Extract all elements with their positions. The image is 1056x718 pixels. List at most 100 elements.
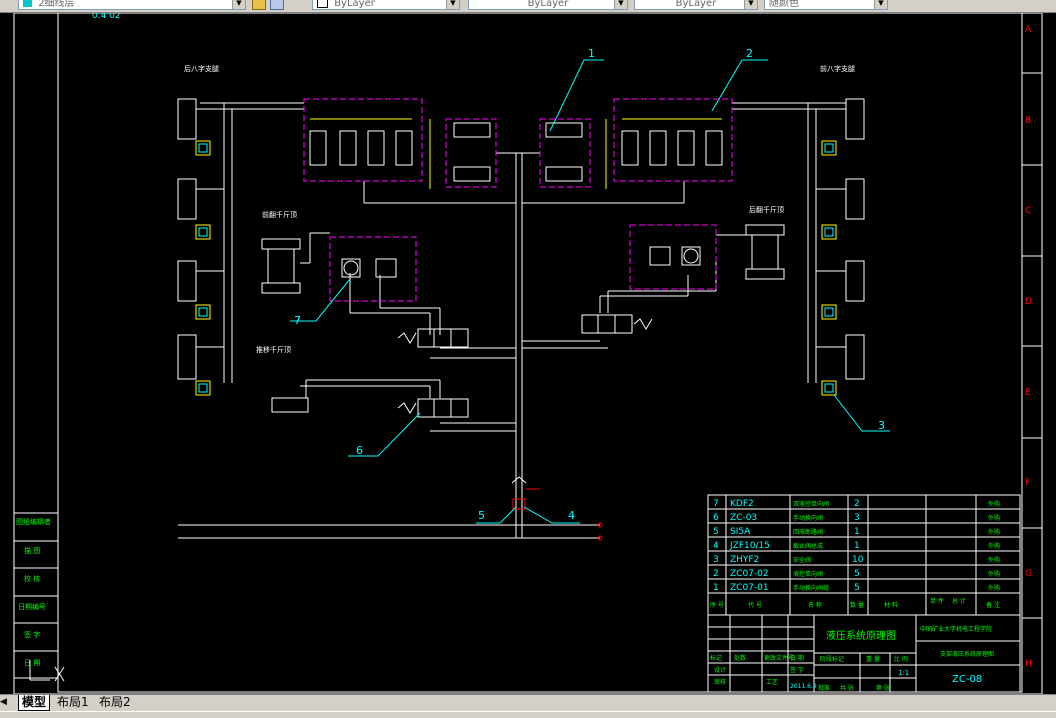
color-combo[interactable]: ByLayer ▼ xyxy=(312,0,460,10)
callout-2: 2 xyxy=(746,47,753,60)
make-layer-current-icon[interactable] xyxy=(252,0,266,10)
zone-letter-e: E xyxy=(1025,388,1031,398)
bom-code: JZF10/15 xyxy=(729,541,770,551)
tb-cell: 日 期 xyxy=(790,654,804,662)
zone-letter-g: G xyxy=(1025,569,1032,579)
bom-name: 液控单向阀 xyxy=(793,570,823,578)
bom-name: 截止阀总成 xyxy=(793,542,823,550)
lineweight-combo[interactable]: ByLayer ▼ xyxy=(634,0,758,10)
callout-4: 4 xyxy=(568,509,575,522)
bom-code: ZC07-01 xyxy=(730,583,769,593)
zone-letter-f: F xyxy=(1025,478,1030,488)
cad-drawing: 0.4 02 A B C D E F G H 图纸编辑者 描 图 校 核 日期编… xyxy=(13,13,1043,694)
valve-elements xyxy=(309,118,723,278)
tb-cell: 第 张 xyxy=(876,684,890,692)
right-leg-cylinders xyxy=(816,98,865,380)
tb-cell: 比 例 xyxy=(894,655,908,663)
zone-letter-b: B xyxy=(1025,116,1031,126)
color-combo-value: ByLayer xyxy=(334,0,375,9)
zone-letter-h: H xyxy=(1025,659,1032,669)
left-safety-valves xyxy=(195,140,211,396)
tb-cell: 共 张 xyxy=(840,684,854,692)
bom-code: SI5A xyxy=(730,527,751,537)
tb-cell: 标记 xyxy=(710,654,722,662)
drawing-code: ZC-08 xyxy=(952,674,982,685)
tb-cell: 设计 xyxy=(714,666,726,674)
zone-letter-d: D xyxy=(1025,297,1032,307)
layer-color-swatch-icon xyxy=(23,0,32,7)
mid-jacks xyxy=(261,224,785,413)
bom-remark: 外购 xyxy=(988,514,1000,522)
label-mid-right: 后翻千斤顶 xyxy=(749,205,784,214)
lineweight-combo-value: ByLayer xyxy=(675,0,717,9)
plotstyle-combo-value: 随颜色 xyxy=(769,0,799,9)
chevron-down-icon: ▼ xyxy=(744,0,757,9)
tb-cell: 签 字 xyxy=(790,666,804,674)
linetype-combo-value: ByLayer xyxy=(527,0,569,9)
chevron-down-icon: ▼ xyxy=(232,0,245,9)
label-lower-left: 推移千斤顶 xyxy=(256,345,291,354)
zone-letter-c: C xyxy=(1025,206,1031,216)
bom-remark: 外购 xyxy=(988,570,1000,578)
bom-qty: 1 xyxy=(854,541,860,551)
left-strip-label: 描 图 xyxy=(24,546,40,555)
org-line-1: 中国矿业大学机电工程学院 xyxy=(920,625,992,633)
bom-header-cell: 备 注 xyxy=(986,601,1000,609)
label-left-group: 后八字支腿 xyxy=(184,64,219,73)
tb-cell: 批准 xyxy=(818,684,830,692)
tb-cell: 处数 xyxy=(734,654,746,662)
layer-combo[interactable]: 2细线层 ▼ xyxy=(18,0,246,10)
bom-no: 4 xyxy=(713,541,719,551)
right-safety-valves xyxy=(821,140,837,396)
bom-name: 安全阀 xyxy=(793,556,811,564)
top-left-note: 0.4 02 xyxy=(92,13,121,21)
left-strip-label: 日 期 xyxy=(24,659,40,667)
linetype-combo[interactable]: ByLayer ▼ xyxy=(468,0,628,10)
drawing-canvas[interactable]: 0.4 02 A B C D E F G H 图纸编辑者 描 图 校 核 日期编… xyxy=(0,13,1056,694)
tab-layout-2[interactable]: 布局2 xyxy=(99,695,131,709)
callout-1: 1 xyxy=(588,47,595,60)
tab-layout-1[interactable]: 布局1 xyxy=(57,695,89,709)
tb-cell: 更改文件号 xyxy=(764,654,794,662)
bom-header-cell: 单 件 xyxy=(930,597,944,605)
bom-no: 2 xyxy=(713,569,719,579)
bom-name: 回液断路阀 xyxy=(793,528,823,536)
bom-header-cell: 材 料 xyxy=(884,601,898,609)
manual-valves xyxy=(397,314,653,418)
hydraulic-lines xyxy=(178,102,846,539)
callout-3: 3 xyxy=(878,419,885,432)
bom-code: ZHYF2 xyxy=(730,555,759,565)
bom-remark: 外购 xyxy=(988,556,1000,564)
bom-name: 手动换向阀组 xyxy=(793,584,829,592)
bom-qty: 5 xyxy=(854,569,860,579)
layer-previous-icon[interactable] xyxy=(270,0,284,10)
bom-name: 手动换向阀 xyxy=(793,514,823,522)
plotstyle-combo[interactable]: 随颜色 ▼ xyxy=(764,0,888,10)
bom-code: ZC-03 xyxy=(730,513,757,523)
zone-strip xyxy=(1022,72,1042,619)
bom-remark: 外购 xyxy=(988,528,1000,536)
bom-qty: 10 xyxy=(852,555,864,565)
trunk-valves xyxy=(511,476,603,541)
label-mid-left: 前翻千斤顶 xyxy=(262,210,297,219)
drawing-date: 2011.6.9 xyxy=(790,683,817,690)
bom-remark: 外购 xyxy=(988,584,1000,592)
zone-letter-a: A xyxy=(1025,25,1032,35)
callout-7: 7 xyxy=(294,314,301,327)
tb-cell: 重 量 xyxy=(866,655,880,663)
chevron-down-icon: ▼ xyxy=(874,0,887,9)
bom-table xyxy=(707,494,1021,616)
label-right-group: 前八字支腿 xyxy=(820,64,855,73)
layer-combo-value: 2细线层 xyxy=(38,0,75,9)
bom-header-cell: 序 号 xyxy=(710,601,724,609)
bom-qty: 3 xyxy=(854,513,860,523)
drawing-frame xyxy=(13,13,1043,694)
bom-rows: 7 KDF2 双液控单向阀 2 外购 6 ZC-03 手动换向阀 3 外购 5 … xyxy=(713,499,1000,593)
bom-qty: 5 xyxy=(854,583,860,593)
bom-header-cell: 名 称 xyxy=(808,601,822,609)
tab-model[interactable]: 模型 xyxy=(18,695,51,711)
bom-remark: 外购 xyxy=(988,500,1000,508)
left-leg-cylinders xyxy=(177,98,224,380)
tab-scroll-left-icon[interactable]: ◀ xyxy=(0,697,7,707)
left-strip-label: 日期编号 xyxy=(18,602,46,611)
